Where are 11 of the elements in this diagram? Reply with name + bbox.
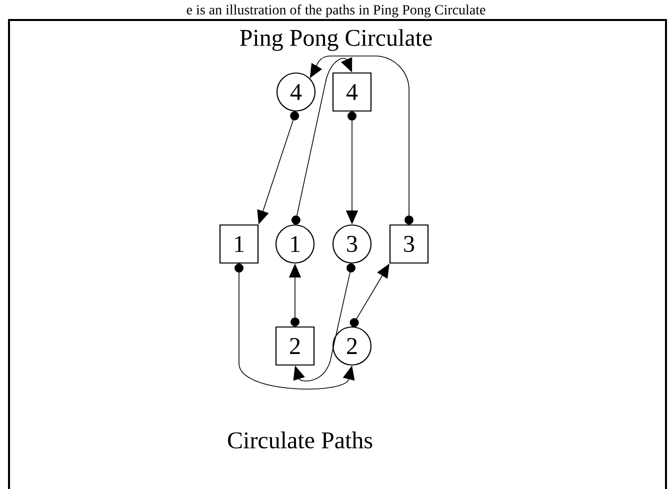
caption: Circulate Paths bbox=[228, 432, 372, 448]
title: Ping Pong Circulate bbox=[240, 29, 432, 51]
arrow bbox=[310, 56, 414, 224]
arrow bbox=[291, 57, 352, 225]
square-box: 4 bbox=[332, 72, 372, 112]
arrow bbox=[293, 263, 356, 382]
arrow bbox=[234, 264, 355, 390]
square-box: 2 bbox=[275, 326, 315, 366]
square-box: 1 bbox=[219, 224, 259, 264]
square-box: 3 bbox=[389, 224, 429, 264]
heading-text: e is an illustration of the paths in Ping Pong Circulate bbox=[186, 4, 486, 18]
